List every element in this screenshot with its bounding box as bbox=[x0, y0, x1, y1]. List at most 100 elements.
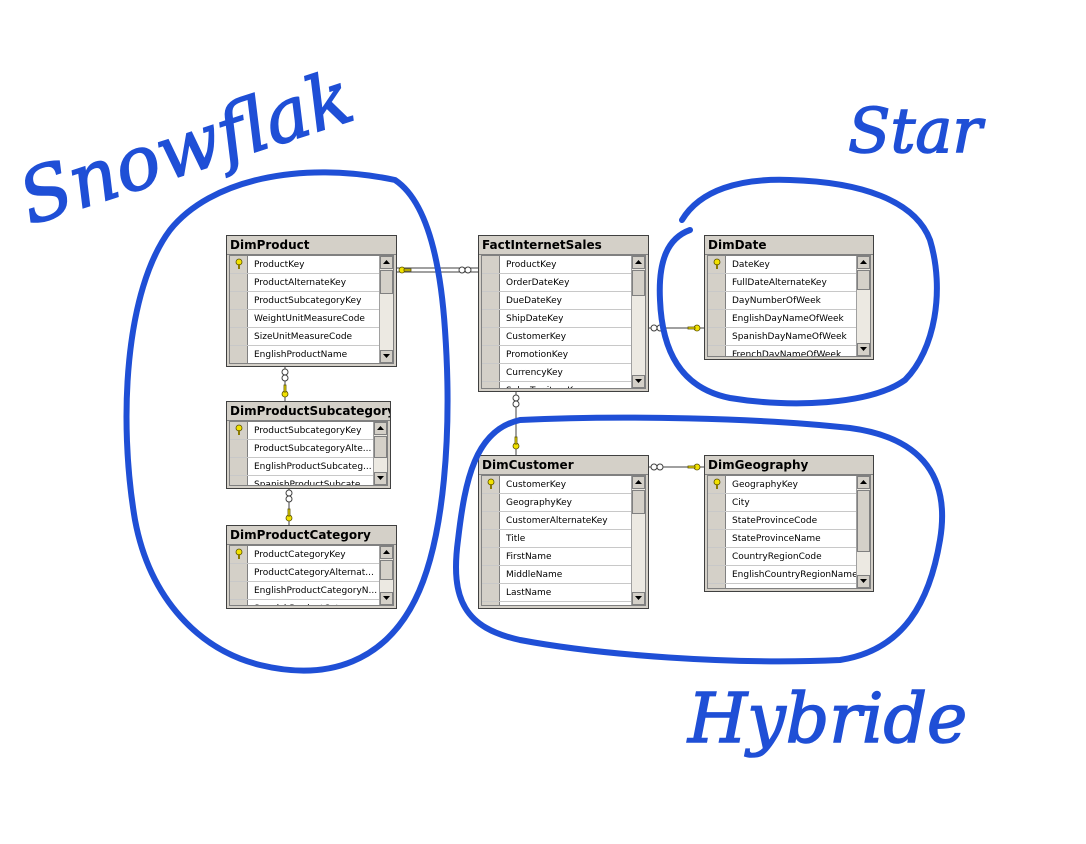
row-selector[interactable] bbox=[482, 494, 500, 511]
row-selector[interactable] bbox=[482, 476, 500, 493]
table-dim-product-subcategory[interactable]: DimProductSubcategory ProductSubcategory… bbox=[226, 401, 391, 489]
column-row[interactable]: CustomerKey bbox=[482, 476, 631, 494]
scroll-thumb[interactable] bbox=[857, 270, 870, 290]
column-row[interactable]: DateKey bbox=[708, 256, 856, 274]
column-row[interactable]: ProductSubcategoryAlte... bbox=[230, 440, 373, 458]
column-row[interactable]: PromotionKey bbox=[482, 346, 631, 364]
column-row[interactable]: SpanishCountryRegionName bbox=[708, 584, 856, 588]
scroll-down-button[interactable] bbox=[632, 375, 645, 388]
row-selector[interactable] bbox=[230, 546, 248, 563]
scroll-down-button[interactable] bbox=[380, 592, 393, 605]
row-selector[interactable] bbox=[708, 548, 726, 565]
row-selector[interactable] bbox=[230, 422, 248, 439]
column-row[interactable]: SpanishProductCategory bbox=[230, 600, 379, 605]
column-row[interactable]: GeographyKey bbox=[708, 476, 856, 494]
column-row[interactable]: EnglishCountryRegionName bbox=[708, 566, 856, 584]
column-row[interactable]: LastName bbox=[482, 584, 631, 602]
row-selector[interactable] bbox=[482, 292, 500, 309]
column-row[interactable]: NameStyle bbox=[482, 602, 631, 605]
row-selector[interactable] bbox=[482, 512, 500, 529]
row-selector[interactable] bbox=[482, 548, 500, 565]
row-selector[interactable] bbox=[230, 458, 248, 475]
scroll-down-button[interactable] bbox=[857, 575, 870, 588]
column-row[interactable]: City bbox=[708, 494, 856, 512]
column-row[interactable]: MiddleName bbox=[482, 566, 631, 584]
scroll-thumb[interactable] bbox=[632, 270, 645, 296]
row-selector[interactable] bbox=[482, 584, 500, 601]
row-selector[interactable] bbox=[708, 512, 726, 529]
column-row[interactable]: Title bbox=[482, 530, 631, 548]
scroll-down-button[interactable] bbox=[632, 592, 645, 605]
scroll-up-button[interactable] bbox=[857, 476, 870, 489]
column-row[interactable]: EnglishProductName bbox=[230, 346, 379, 363]
scroll-down-button[interactable] bbox=[380, 350, 393, 363]
scroll-down-button[interactable] bbox=[374, 472, 387, 485]
row-selector[interactable] bbox=[230, 440, 248, 457]
vertical-scrollbar[interactable] bbox=[379, 546, 393, 605]
row-selector[interactable] bbox=[482, 382, 500, 388]
column-row[interactable]: FrenchDayNameOfWeek bbox=[708, 346, 856, 356]
column-row[interactable]: WeightUnitMeasureCode bbox=[230, 310, 379, 328]
scroll-thumb[interactable] bbox=[632, 490, 645, 514]
row-selector[interactable] bbox=[482, 310, 500, 327]
scroll-up-button[interactable] bbox=[374, 422, 387, 435]
column-row[interactable]: SalesTerritoryKey bbox=[482, 382, 631, 388]
row-selector[interactable] bbox=[482, 346, 500, 363]
row-selector[interactable] bbox=[230, 564, 248, 581]
scroll-thumb[interactable] bbox=[380, 270, 393, 294]
column-row[interactable]: ShipDateKey bbox=[482, 310, 631, 328]
row-selector[interactable] bbox=[708, 530, 726, 547]
column-row[interactable]: SpanishProductSubcate... bbox=[230, 476, 373, 485]
vertical-scrollbar[interactable] bbox=[631, 256, 645, 388]
scroll-down-button[interactable] bbox=[857, 343, 870, 356]
row-selector[interactable] bbox=[230, 328, 248, 345]
row-selector[interactable] bbox=[708, 328, 726, 345]
row-selector[interactable] bbox=[482, 566, 500, 583]
scroll-up-button[interactable] bbox=[380, 256, 393, 269]
column-row[interactable]: StateProvinceCode bbox=[708, 512, 856, 530]
row-selector[interactable] bbox=[708, 292, 726, 309]
row-selector[interactable] bbox=[230, 600, 248, 605]
row-selector[interactable] bbox=[230, 476, 248, 485]
vertical-scrollbar[interactable] bbox=[379, 256, 393, 363]
column-row[interactable]: GeographyKey bbox=[482, 494, 631, 512]
column-row[interactable]: CustomerAlternateKey bbox=[482, 512, 631, 530]
column-row[interactable]: DayNumberOfWeek bbox=[708, 292, 856, 310]
column-row[interactable]: ProductKey bbox=[482, 256, 631, 274]
row-selector[interactable] bbox=[708, 256, 726, 273]
vertical-scrollbar[interactable] bbox=[631, 476, 645, 605]
scroll-up-button[interactable] bbox=[632, 256, 645, 269]
row-selector[interactable] bbox=[482, 602, 500, 605]
row-selector[interactable] bbox=[230, 310, 248, 327]
row-selector[interactable] bbox=[230, 256, 248, 273]
column-row[interactable]: ProductKey bbox=[230, 256, 379, 274]
vertical-scrollbar[interactable] bbox=[856, 476, 870, 588]
scroll-up-button[interactable] bbox=[857, 256, 870, 269]
scroll-thumb[interactable] bbox=[857, 490, 870, 552]
column-row[interactable]: ProductSubcategoryKey bbox=[230, 292, 379, 310]
column-row[interactable]: ProductSubcategoryKey bbox=[230, 422, 373, 440]
column-row[interactable]: DueDateKey bbox=[482, 292, 631, 310]
row-selector[interactable] bbox=[482, 530, 500, 547]
row-selector[interactable] bbox=[708, 274, 726, 291]
scroll-thumb[interactable] bbox=[380, 560, 393, 580]
row-selector[interactable] bbox=[708, 566, 726, 583]
row-selector[interactable] bbox=[708, 310, 726, 327]
row-selector[interactable] bbox=[482, 328, 500, 345]
row-selector[interactable] bbox=[482, 274, 500, 291]
column-row[interactable]: StateProvinceName bbox=[708, 530, 856, 548]
column-row[interactable]: CountryRegionCode bbox=[708, 548, 856, 566]
scroll-thumb[interactable] bbox=[374, 436, 387, 458]
column-row[interactable]: CurrencyKey bbox=[482, 364, 631, 382]
column-row[interactable]: ProductAlternateKey bbox=[230, 274, 379, 292]
scroll-up-button[interactable] bbox=[632, 476, 645, 489]
column-row[interactable]: FullDateAlternateKey bbox=[708, 274, 856, 292]
row-selector[interactable] bbox=[482, 364, 500, 381]
vertical-scrollbar[interactable] bbox=[373, 422, 387, 485]
